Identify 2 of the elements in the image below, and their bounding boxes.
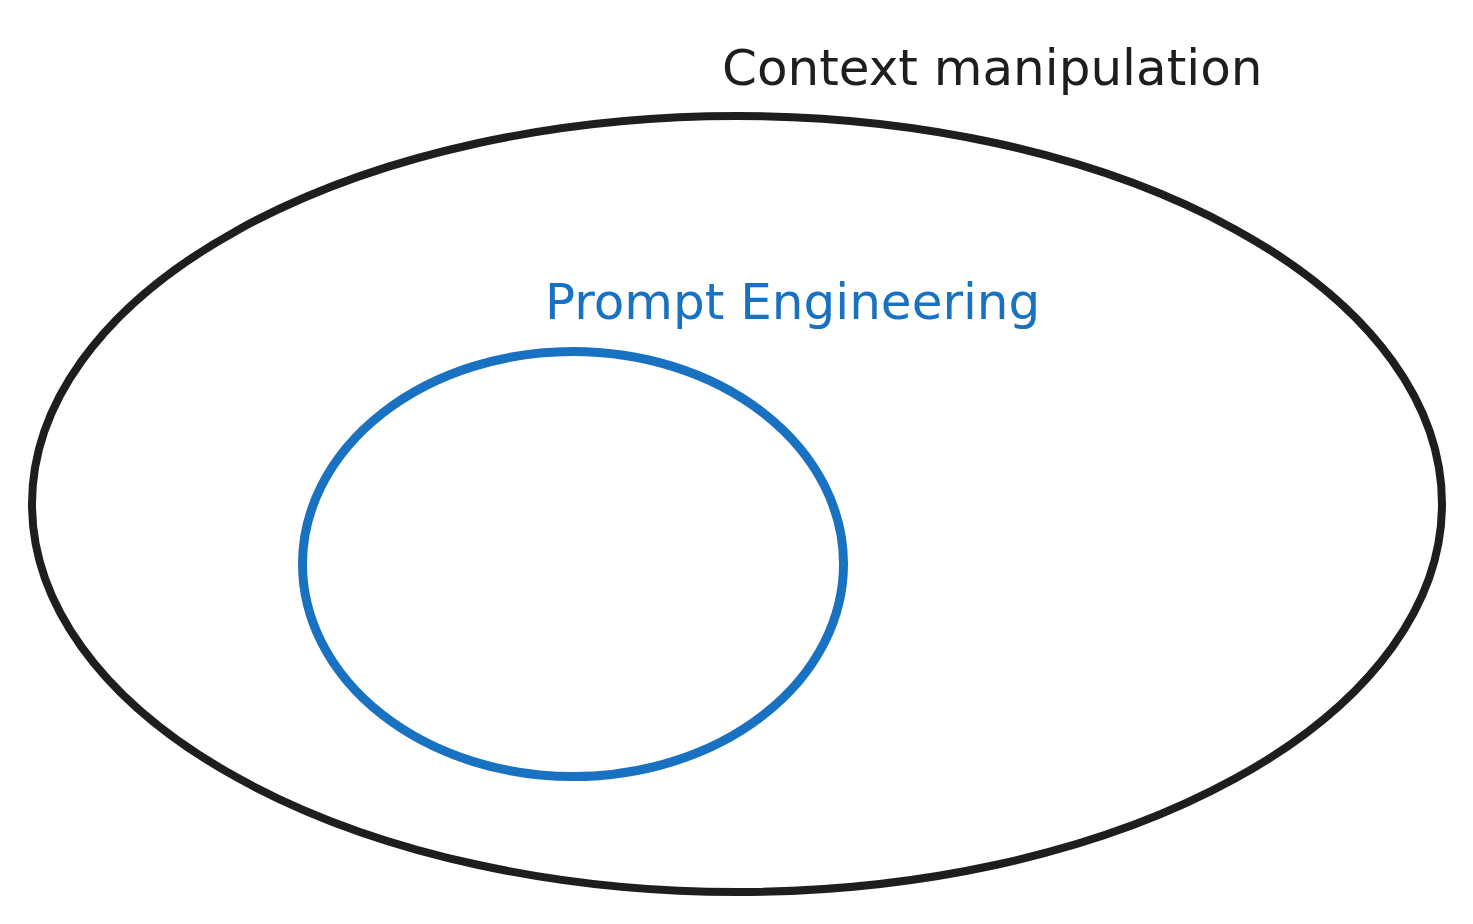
set-label: Prompt Engineering [545,272,1041,332]
set-label: Context manipulation [722,38,1263,98]
